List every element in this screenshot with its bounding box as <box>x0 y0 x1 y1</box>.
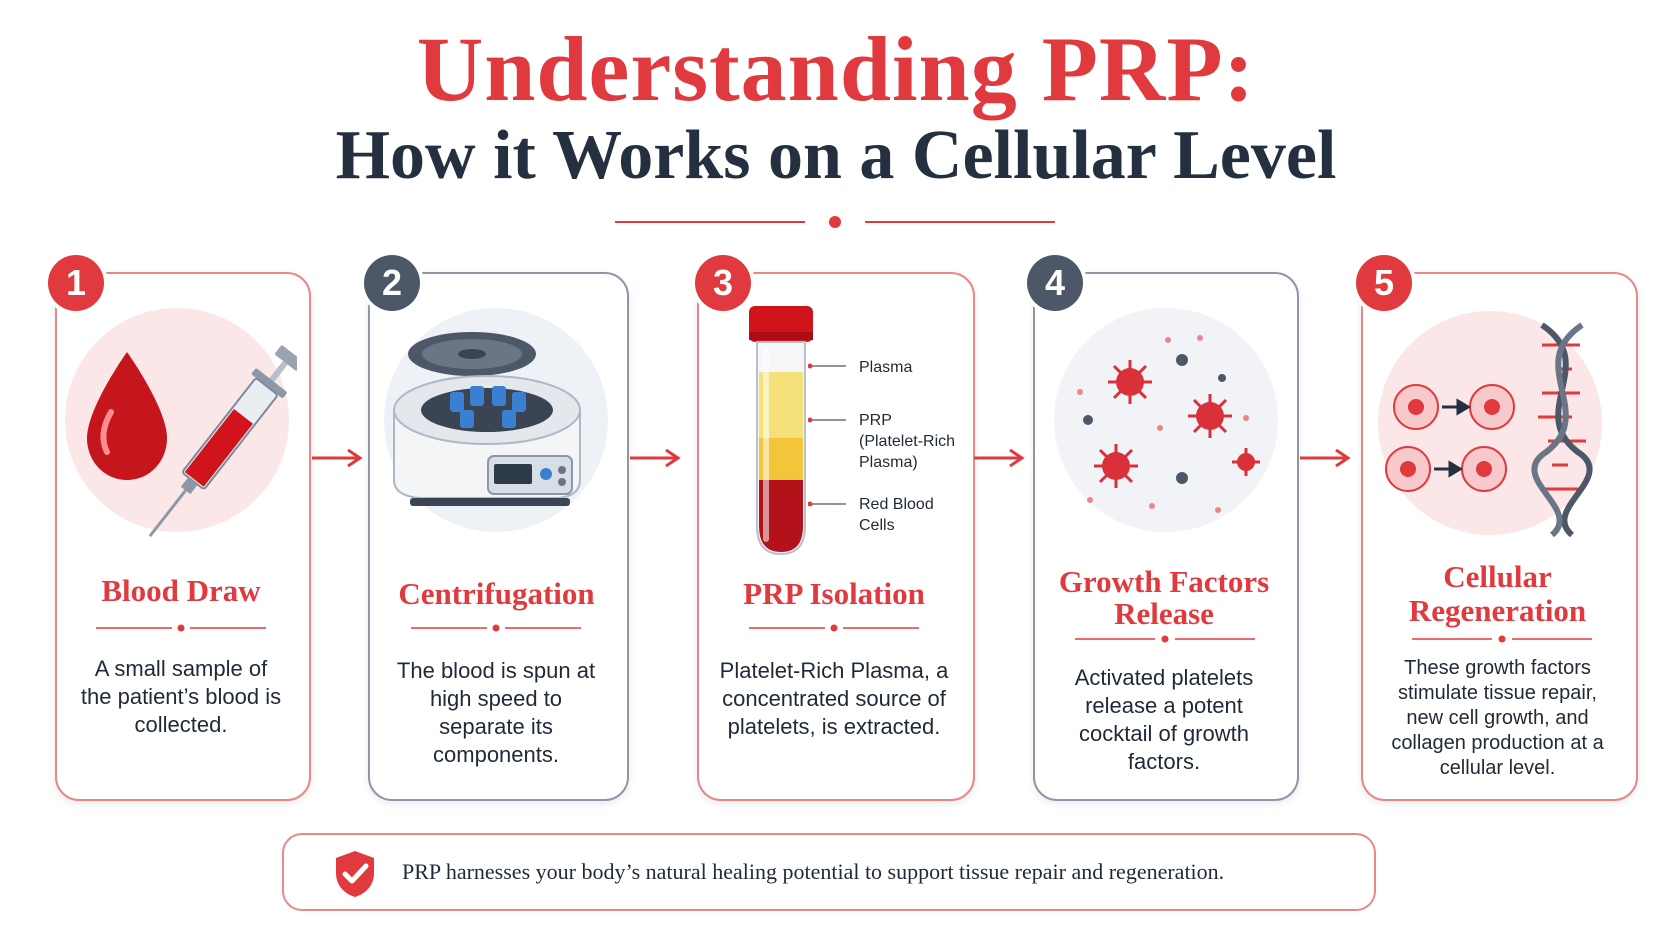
tube-label-lines <box>808 363 846 507</box>
cells-dna-icon <box>1378 311 1602 538</box>
step-description-4: Activated platelets release a potent coc… <box>1074 665 1254 774</box>
step-title-1: Blood Draw <box>101 573 261 608</box>
step-badge-4: 4 <box>1027 255 1083 311</box>
page-subtitle: How it Works on a Cellular Level <box>335 117 1337 194</box>
arrow-right-icon <box>1300 448 1351 468</box>
centrifuge-icon <box>384 308 608 532</box>
step-description-3: Platelet-Rich Plasma, a concentrated sou… <box>719 658 949 739</box>
step-description-1: A small sample of the patient’s blood is… <box>80 656 282 737</box>
step-badge-3: 3 <box>695 255 751 311</box>
step-divider-2 <box>411 624 581 632</box>
arrow-right-icon <box>974 448 1025 468</box>
step-card-3 <box>697 272 975 801</box>
tube-label-plasma: Plasma <box>859 359 913 376</box>
blood-drop-syringe-icon <box>65 308 297 538</box>
step-description-2: The blood is spun at high speed to separ… <box>396 658 596 767</box>
tube-label-rbc: Red Blood Cells <box>859 496 934 534</box>
step-divider-3 <box>749 624 919 632</box>
test-tube-icon <box>749 306 813 556</box>
step-title-3: PRP Isolation <box>743 576 925 611</box>
footer-banner: PRP harnesses your body’s natural healin… <box>282 833 1376 911</box>
step-description-5: These growth factors stimulate tissue re… <box>1391 657 1604 779</box>
arrow-right-icon <box>630 448 681 468</box>
platelets-icon <box>1054 308 1278 532</box>
step-divider-4 <box>1075 635 1255 643</box>
shield-check-icon <box>336 851 374 897</box>
page-title: Understanding PRP: <box>416 18 1256 120</box>
step-badge-2: 2 <box>364 255 420 311</box>
step-divider-5 <box>1412 635 1592 643</box>
step-badge-1: 1 <box>48 255 104 311</box>
footer-text: PRP harnesses your body’s natural healin… <box>402 859 1225 884</box>
step-title-5: Cellular Regeneration <box>1408 559 1587 628</box>
step-divider-1 <box>96 624 266 632</box>
step-title-4: Growth Factors Release <box>1058 564 1270 631</box>
step-title-2: Centrifugation <box>398 576 595 611</box>
arrow-right-icon <box>312 448 363 468</box>
tube-label-prp: PRP (Platelet-Rich Plasma) <box>859 412 956 471</box>
step-badge-5: 5 <box>1356 255 1412 311</box>
title-divider <box>615 216 1055 228</box>
